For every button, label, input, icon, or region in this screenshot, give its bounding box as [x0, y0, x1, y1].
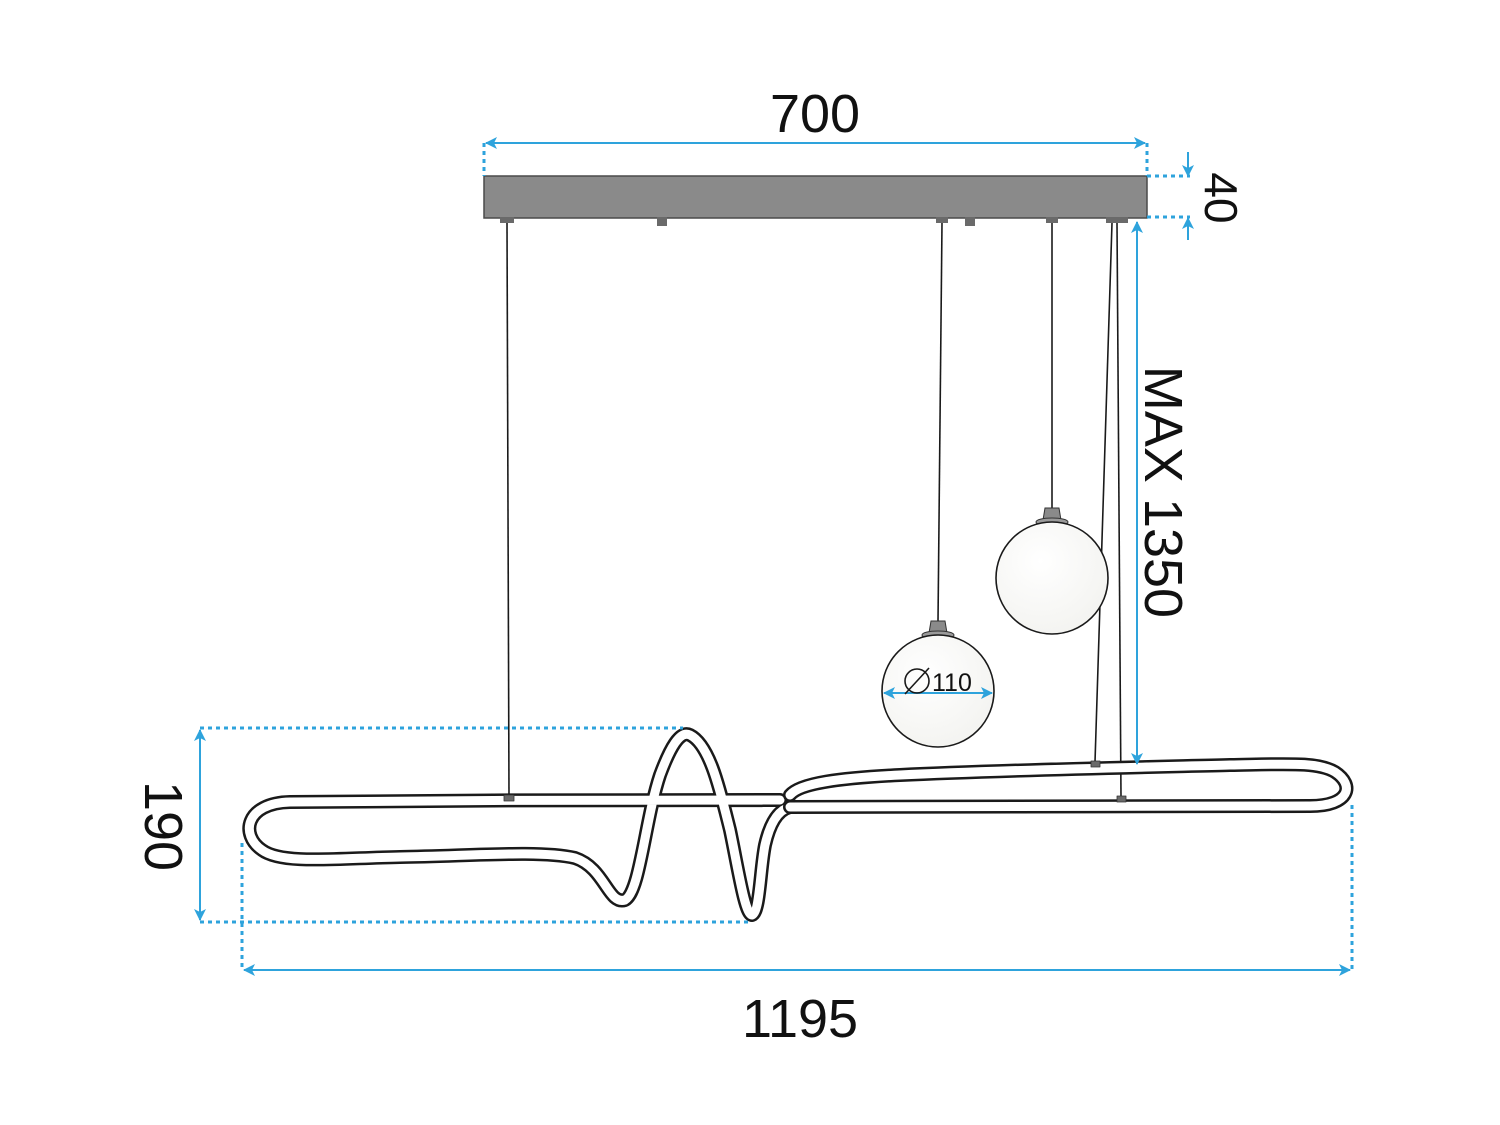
- dimension-globe-diameter: 110: [883, 667, 993, 699]
- dimension-canopy-width: 700: [482, 84, 1149, 176]
- max-drop-label: MAX 1350: [1133, 366, 1193, 618]
- ceiling-canopy: [483, 175, 1148, 226]
- dimension-max-drop: MAX 1350: [1131, 221, 1193, 765]
- globe-pendant-upper: [995, 507, 1109, 635]
- canopy-height-label: 40: [1195, 172, 1247, 223]
- canopy-width-label: 700: [770, 84, 860, 144]
- overall-length-label: 1195: [742, 989, 858, 1049]
- dimension-fixture-height: 190: [133, 726, 752, 924]
- dimension-overall-length: 1195: [240, 805, 1354, 1049]
- diameter-icon: [904, 667, 930, 695]
- globe-diameter-label: 110: [932, 669, 972, 697]
- dimension-canopy-height: 40: [1147, 152, 1247, 240]
- suspension-wires: [506, 222, 1122, 798]
- ribbon-light-fixture: [242, 727, 1354, 922]
- fixture-height-label: 190: [133, 781, 193, 871]
